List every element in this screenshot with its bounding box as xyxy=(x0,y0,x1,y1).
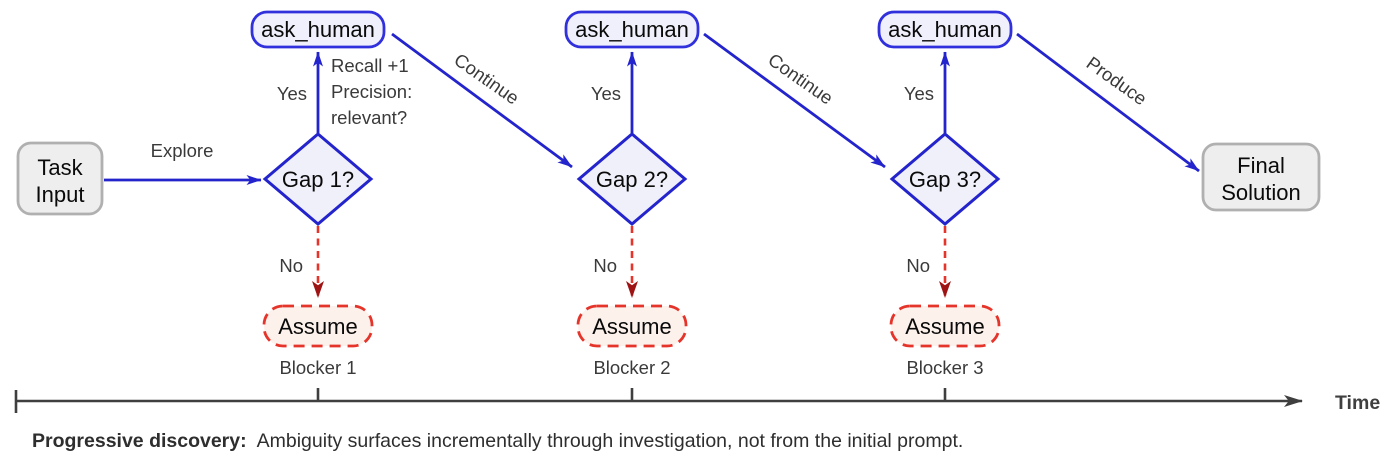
recall-note: Recall +1 Precision: relevant? xyxy=(331,55,412,128)
ask-human-label-2: ask_human xyxy=(575,17,689,42)
gap-diamond-2 xyxy=(576,132,688,226)
edge-produce: Produce xyxy=(1016,32,1200,173)
edge-continue-1: Continue xyxy=(391,32,573,169)
figure-caption: Progressive discovery: Ambiguity surfaces… xyxy=(32,430,963,452)
recall-note-line-2: Precision: xyxy=(331,81,412,102)
recall-note-line-1: Recall +1 xyxy=(331,55,409,76)
ask-human-node-3 xyxy=(877,10,1013,49)
produce-label: Produce xyxy=(1083,52,1151,109)
gap-label-2: Gap 2? xyxy=(596,167,668,192)
continue-arrow-1 xyxy=(391,32,573,169)
assume-node-1 xyxy=(262,304,374,348)
task-input-line-2: Input xyxy=(36,182,85,207)
final-solution-line-1: Final xyxy=(1237,153,1285,178)
blocker-label-1: Blocker 1 xyxy=(279,357,356,378)
explore-label: Explore xyxy=(151,140,214,161)
gap-diamond-3 xyxy=(889,132,1001,226)
assume-label-3: Assume xyxy=(905,314,984,339)
time-axis-label: Time xyxy=(1335,392,1380,414)
continue-label-2: Continue xyxy=(764,49,837,109)
final-solution-node: Final Solution xyxy=(1201,142,1321,212)
task-input-box xyxy=(16,141,104,216)
edge-explore: Explore xyxy=(104,140,262,185)
ask-human-node-1 xyxy=(250,10,386,49)
yes-label-1: Yes xyxy=(277,83,307,104)
stage-2: Yes No Gap 2? ask_human Assume Blocker 2 xyxy=(564,10,700,378)
final-solution-line-2: Solution xyxy=(1221,180,1301,205)
final-solution-box xyxy=(1201,142,1321,212)
blocker-label-3: Blocker 3 xyxy=(906,357,983,378)
assume-node-2 xyxy=(576,304,688,348)
assume-node-3 xyxy=(889,304,1001,348)
caption-body: Ambiguity surfaces incrementally through… xyxy=(257,430,964,452)
blocker-label-2: Blocker 2 xyxy=(593,357,670,378)
gap-diamond-1 xyxy=(262,132,374,226)
continue-label-1: Continue xyxy=(450,49,523,109)
no-label-2: No xyxy=(593,255,617,276)
gap-label-1: Gap 1? xyxy=(282,167,354,192)
yes-label-3: Yes xyxy=(904,83,934,104)
yes-label-2: Yes xyxy=(591,83,621,104)
continue-arrow-2 xyxy=(703,32,886,169)
gap-label-3: Gap 3? xyxy=(909,167,981,192)
recall-note-line-3: relevant? xyxy=(331,107,407,128)
assume-label-1: Assume xyxy=(278,314,357,339)
assume-label-2: Assume xyxy=(592,314,671,339)
stage-3: Yes No Gap 3? ask_human Assume Blocker 3 xyxy=(877,10,1013,378)
task-input-node: Task Input xyxy=(16,141,104,216)
ask-human-label-3: ask_human xyxy=(888,17,1002,42)
ask-human-node-2 xyxy=(564,10,700,49)
ask-human-label-1: ask_human xyxy=(261,17,375,42)
no-label-1: No xyxy=(279,255,303,276)
produce-arrow xyxy=(1016,32,1200,173)
edge-continue-2: Continue xyxy=(703,32,886,169)
caption-bold: Progressive discovery: xyxy=(32,430,247,452)
stage-1: Yes Recall +1 Precision: relevant? No Ga… xyxy=(250,10,412,378)
timeline-axis: Time xyxy=(14,388,1380,414)
no-label-3: No xyxy=(906,255,930,276)
task-input-line-1: Task xyxy=(37,155,83,180)
